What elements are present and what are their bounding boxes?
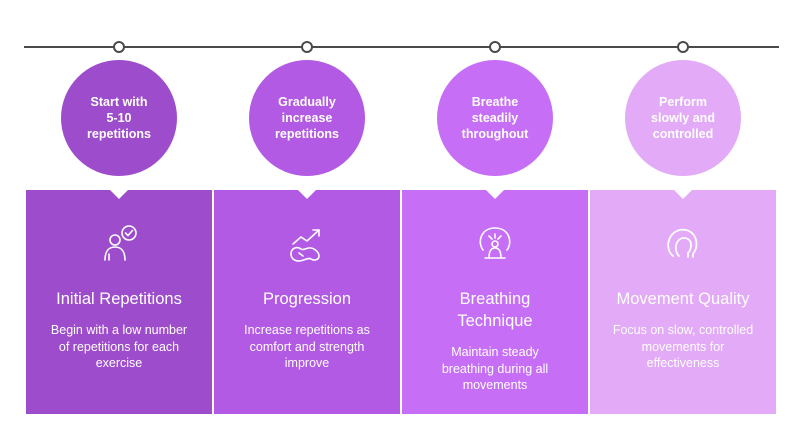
step-circle: Perform slowly and controlled xyxy=(625,60,741,176)
timeline-dot xyxy=(301,41,313,53)
meditation-icon xyxy=(479,227,511,259)
growth-arrow-icon xyxy=(290,229,320,262)
step-card: Movement Quality Focus on slow, controll… xyxy=(590,189,776,414)
step-circle: Gradually increase repetitions xyxy=(249,60,365,176)
card-title: Progression xyxy=(262,290,352,308)
card-title: Initial Repetitions xyxy=(56,290,182,308)
card-description: Begin with a low number of repetitions f… xyxy=(50,323,188,370)
circle-text: Breathe steadily throughout xyxy=(461,95,529,141)
card-description: Increase repetitions as comfort and stre… xyxy=(244,323,370,370)
card-description: Maintain steady breathing during all mov… xyxy=(441,345,549,392)
card-description: Focus on slow, controlled movements for … xyxy=(612,323,754,370)
step-progression: Gradually increase repetitions Progressi… xyxy=(214,0,400,436)
step-circle: Start with 5-10 repetitions xyxy=(61,60,177,176)
circle-text: Gradually increase repetitions xyxy=(275,95,339,141)
step-initial-repetitions: Start with 5-10 repetitions Initial Repe… xyxy=(26,0,212,436)
card-notch xyxy=(485,189,505,199)
card-title: Movement Quality xyxy=(616,290,750,308)
step-breathing-technique: Breathe steadily throughout Breathing Te… xyxy=(402,0,588,436)
circular-arrow-icon xyxy=(667,228,698,258)
card-notch xyxy=(297,189,317,199)
timeline-dot xyxy=(113,41,125,53)
step-movement-quality: Perform slowly and controlled Movement Q… xyxy=(590,0,776,436)
step-circle: Breathe steadily throughout xyxy=(437,60,553,176)
person-with-checklist-icon xyxy=(104,225,137,261)
step-card: Breathing Technique Maintain steady brea… xyxy=(402,189,588,414)
step-card: Progression Increase repetitions as comf… xyxy=(214,189,400,414)
circle-text: Perform slowly and controlled xyxy=(651,95,715,141)
timeline-dot xyxy=(489,41,501,53)
step-card: Initial Repetitions Begin with a low num… xyxy=(26,189,212,414)
card-notch xyxy=(109,189,129,199)
timeline-dot xyxy=(677,41,689,53)
circle-text: Start with 5-10 repetitions xyxy=(87,95,151,141)
card-title: Breathing Technique xyxy=(457,290,533,330)
timeline-line xyxy=(24,46,779,48)
card-notch xyxy=(673,189,693,199)
